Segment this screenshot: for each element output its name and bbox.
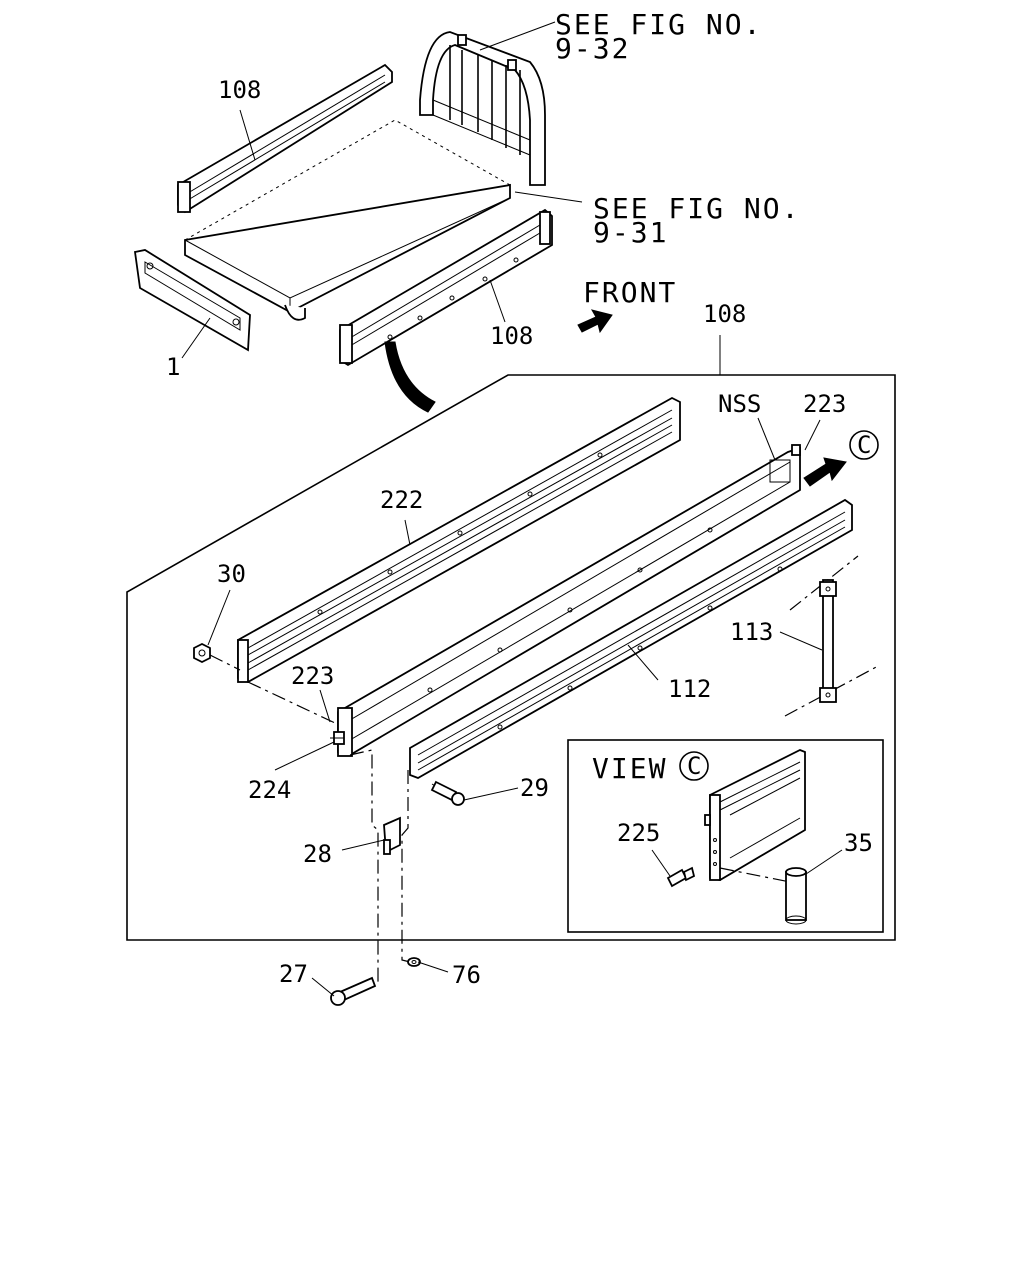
callout-76: 76 <box>452 961 481 989</box>
view-c-inset-frame <box>567 739 884 933</box>
front-label: FRONT <box>583 276 677 309</box>
hinge-bracket-28 <box>383 816 401 855</box>
callout-108-side: 108 <box>490 322 533 350</box>
tail-gate <box>133 249 251 352</box>
side-panel-nss <box>337 444 801 757</box>
callout-222: 222 <box>380 486 423 514</box>
callout-223-left: 223 <box>291 662 334 690</box>
curved-arrow-icon <box>384 341 436 413</box>
see-fig-9-31-line1: SEE FIG NO. <box>593 192 800 225</box>
stake-113 <box>784 555 881 717</box>
callout-113: 113 <box>730 618 773 646</box>
callout-29: 29 <box>520 774 549 802</box>
callout-224: 224 <box>248 776 291 804</box>
deck-floor <box>184 119 511 321</box>
see-fig-9-32-line2: 9-32 <box>555 32 630 65</box>
nut-30 <box>193 642 211 664</box>
side-panel-upper <box>177 63 393 214</box>
view-c-inset-letter: C <box>687 752 701 780</box>
callout-1: 1 <box>166 353 180 381</box>
view-c-label: VIEW <box>592 752 667 785</box>
callout-35: 35 <box>844 829 873 857</box>
callout-112: 112 <box>668 675 711 703</box>
side-panel-lower <box>339 208 553 367</box>
view-c-panel <box>704 749 806 881</box>
exploded-view-frame <box>126 374 896 941</box>
view-c-marker <box>849 430 879 460</box>
view-c-arrow-icon <box>803 457 847 487</box>
callout-223-top: 223 <box>803 390 846 418</box>
see-fig-9-31-line2: 9-31 <box>593 216 668 249</box>
callout-28: 28 <box>303 840 332 868</box>
callout-225: 225 <box>617 819 660 847</box>
view-c-main-letter: C <box>857 431 871 459</box>
pin-27 <box>330 976 377 1006</box>
header-frame <box>419 31 546 186</box>
rail-222 <box>237 396 681 683</box>
bolt-29 <box>430 780 465 806</box>
callout-108-group: 108 <box>703 300 746 328</box>
leader-lines <box>181 21 843 997</box>
view-c-inset-marker <box>679 751 709 781</box>
bolt-224 <box>330 731 345 745</box>
callout-30: 30 <box>217 560 246 588</box>
callout-27: 27 <box>279 960 308 988</box>
callout-108-top: 108 <box>218 76 261 104</box>
washer-76 <box>407 957 421 967</box>
bolt-225 <box>666 866 696 888</box>
front-arrow-icon <box>577 309 613 334</box>
nss-label: NSS <box>718 390 761 418</box>
bushing-35 <box>785 867 807 925</box>
see-fig-9-32-line1: SEE FIG NO. <box>555 8 762 41</box>
deck-assembly <box>133 31 553 413</box>
